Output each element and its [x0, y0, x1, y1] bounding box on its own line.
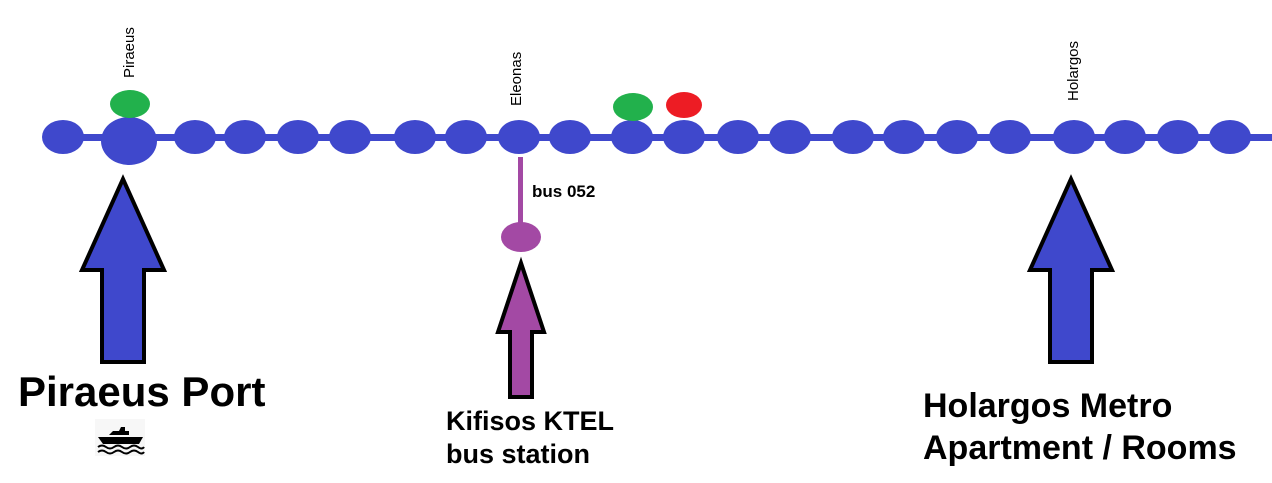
- station-dot: [174, 120, 216, 154]
- station-label-holargos: Holargos: [1065, 41, 1082, 101]
- green-marker: [613, 93, 653, 121]
- station-dot: [101, 117, 157, 165]
- station-dot: [883, 120, 925, 154]
- station-dot: [1053, 120, 1095, 154]
- arrow-up-holargos: [1026, 174, 1116, 364]
- station-dot: [1104, 120, 1146, 154]
- station-label-eleonas: Eleonas: [508, 52, 525, 106]
- destination-holargos-metro: Holargos Metro Apartment / Rooms: [923, 385, 1237, 469]
- destination-kifisos-ktel: Kifisos KTEL bus station: [446, 405, 614, 471]
- destination-piraeus-port: Piraeus Port: [18, 368, 266, 415]
- arrow-up-piraeus: [78, 174, 168, 364]
- station-dot: [498, 120, 540, 154]
- station-dot: [936, 120, 978, 154]
- kifisos-line-1: Kifisos KTEL: [446, 406, 615, 436]
- station-dot: [394, 120, 436, 154]
- station-dot: [717, 120, 759, 154]
- arrow-up-kifisos: [495, 256, 547, 399]
- station-dot: [989, 120, 1031, 154]
- red-marker: [666, 92, 702, 118]
- station-dot: [549, 120, 591, 154]
- station-dot: [663, 120, 705, 154]
- kifisos-line-2: bus station: [446, 439, 591, 469]
- station-dot: [1157, 120, 1199, 154]
- station-dot: [832, 120, 874, 154]
- green-marker-piraeus: [110, 90, 150, 118]
- station-dot: [769, 120, 811, 154]
- station-dot: [277, 120, 319, 154]
- station-dot: [42, 120, 84, 154]
- station-dot: [224, 120, 266, 154]
- ship-icon: [95, 419, 145, 456]
- holargos-line-1: Holargos Metro: [923, 387, 1173, 425]
- metro-line: [45, 134, 1272, 141]
- station-dot: [329, 120, 371, 154]
- bus-route-label: bus 052: [532, 182, 596, 201]
- station-dot: [1209, 120, 1251, 154]
- station-dot: [445, 120, 487, 154]
- station-dot: [611, 120, 653, 154]
- station-label-piraeus: Piraeus: [121, 27, 138, 78]
- bus-connector: [518, 157, 523, 223]
- holargos-line-2: Apartment / Rooms: [923, 429, 1237, 467]
- bus-terminal: [501, 222, 541, 252]
